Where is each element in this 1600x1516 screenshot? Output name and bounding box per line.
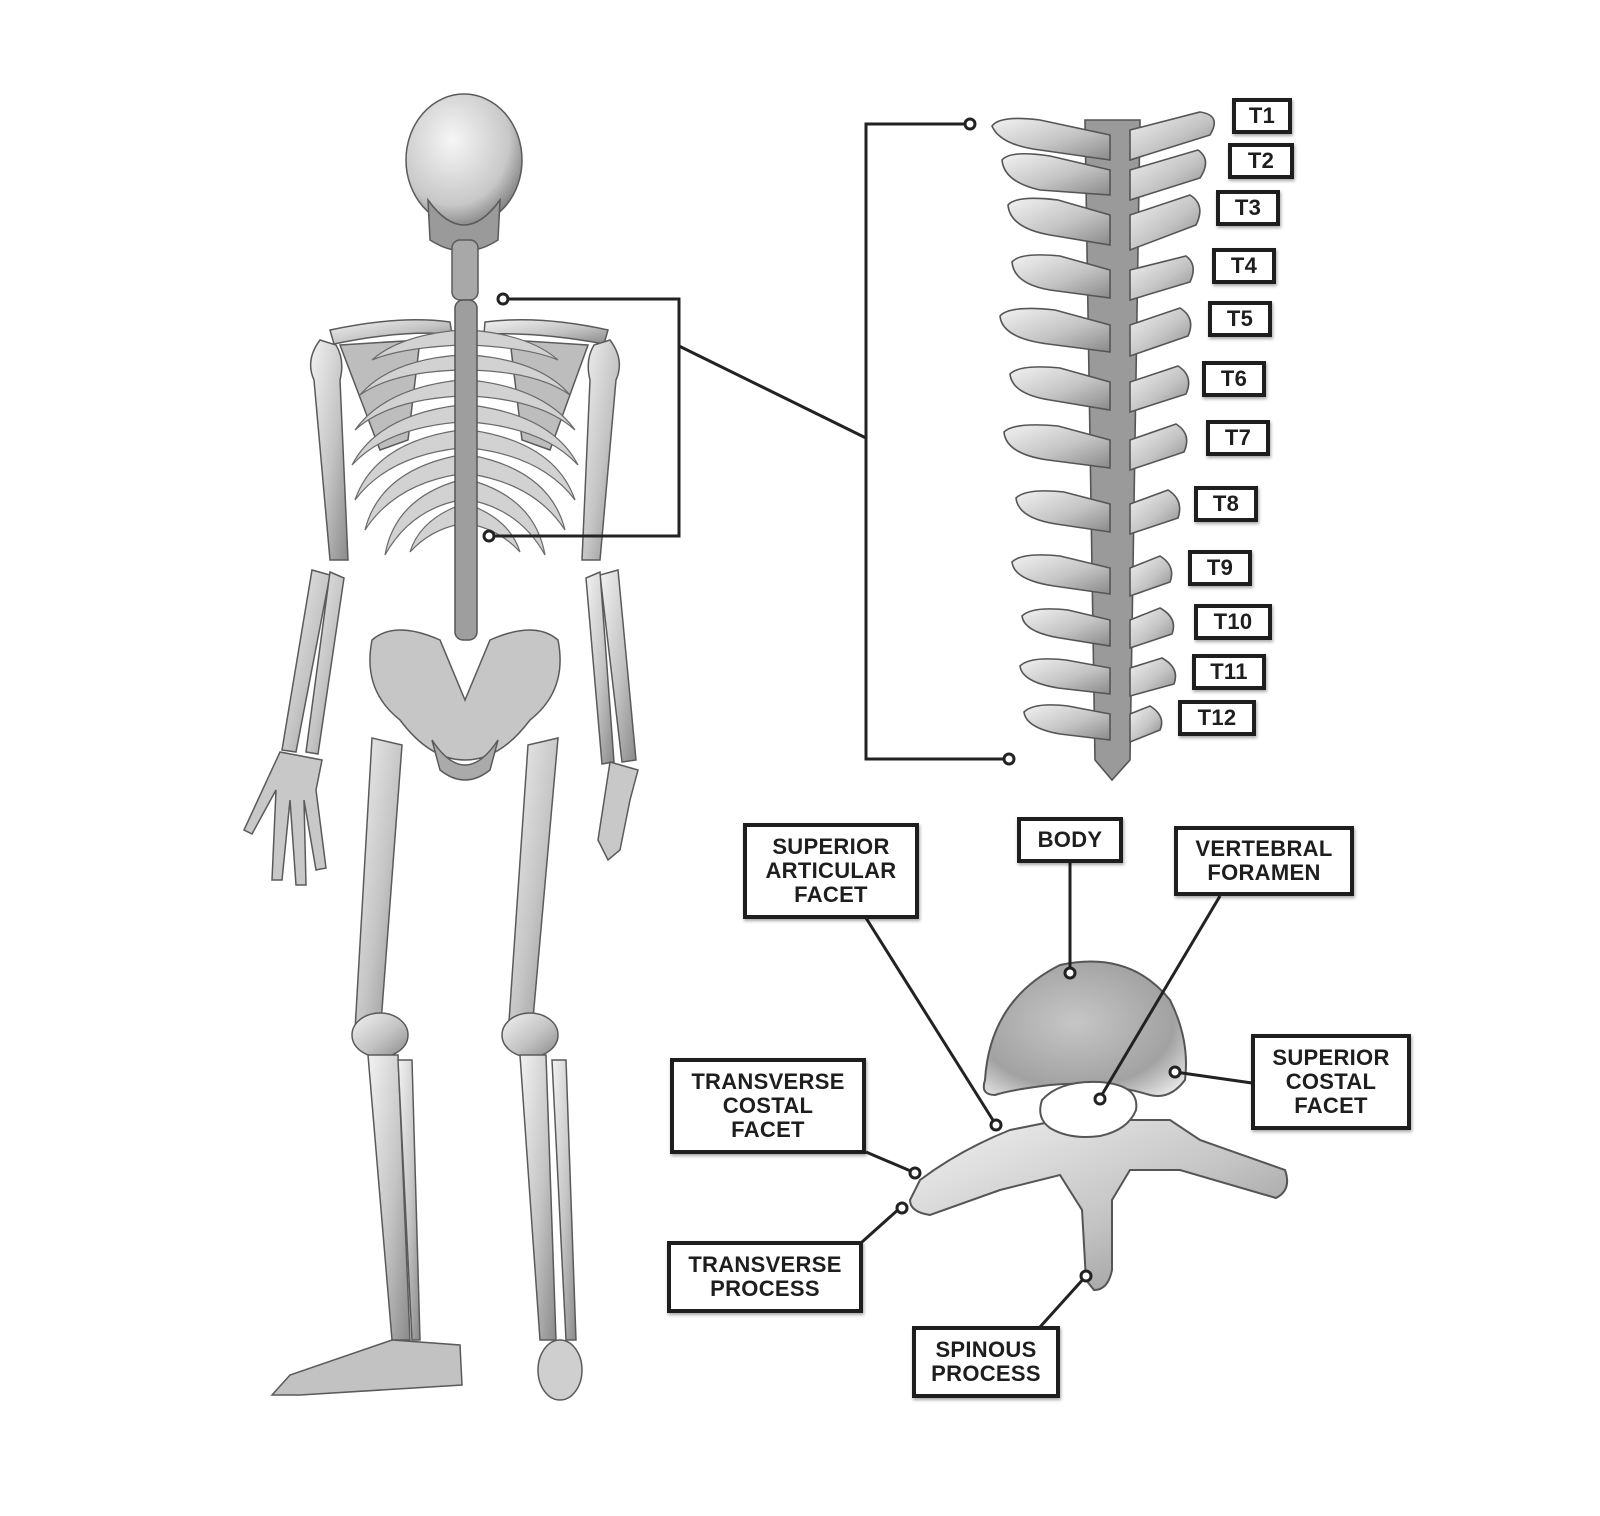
label-t11: T11 — [1192, 654, 1266, 690]
label-t5: T5 — [1208, 301, 1272, 337]
vertebral-body — [982, 960, 1187, 1097]
label-transverse-process: TRANSVERSE PROCESS — [667, 1241, 863, 1313]
pelvis — [369, 629, 561, 761]
label-body: BODY — [1017, 817, 1123, 863]
callout-dots — [482, 117, 1016, 766]
label-t2: T2 — [1228, 143, 1294, 179]
label-t4: T4 — [1212, 248, 1276, 284]
label-t7: T7 — [1206, 420, 1270, 456]
label-t8: T8 — [1194, 486, 1258, 522]
thoracic-spine-illustration — [991, 111, 1216, 782]
vertebra-illustration — [908, 960, 1289, 1292]
label-superior-articular-facet: SUPERIOR ARTICULAR FACET — [743, 823, 919, 919]
leader-lines — [860, 862, 1253, 1329]
label-t9: T9 — [1188, 550, 1252, 586]
leader-dots — [895, 966, 1182, 1283]
label-t3: T3 — [1216, 190, 1280, 226]
label-t12: T12 — [1178, 700, 1256, 736]
skeleton-illustration — [243, 93, 639, 1401]
ribcage — [351, 329, 579, 556]
skeleton-callout-bracket — [494, 122, 1005, 761]
label-vertebral-foramen: VERTEBRAL FORAMEN — [1174, 826, 1354, 896]
label-superior-costal-facet: SUPERIOR COSTAL FACET — [1251, 1034, 1411, 1130]
label-t10: T10 — [1194, 604, 1272, 640]
label-spinous-process: SPINOUS PROCESS — [912, 1326, 1060, 1398]
skull — [405, 93, 523, 227]
label-transverse-costal-facet: TRANSVERSE COSTAL FACET — [670, 1058, 866, 1154]
vertebral-foramen-shape — [1039, 1080, 1138, 1138]
label-t1: T1 — [1232, 98, 1292, 134]
label-t6: T6 — [1202, 361, 1266, 397]
spinal-column — [454, 299, 478, 641]
